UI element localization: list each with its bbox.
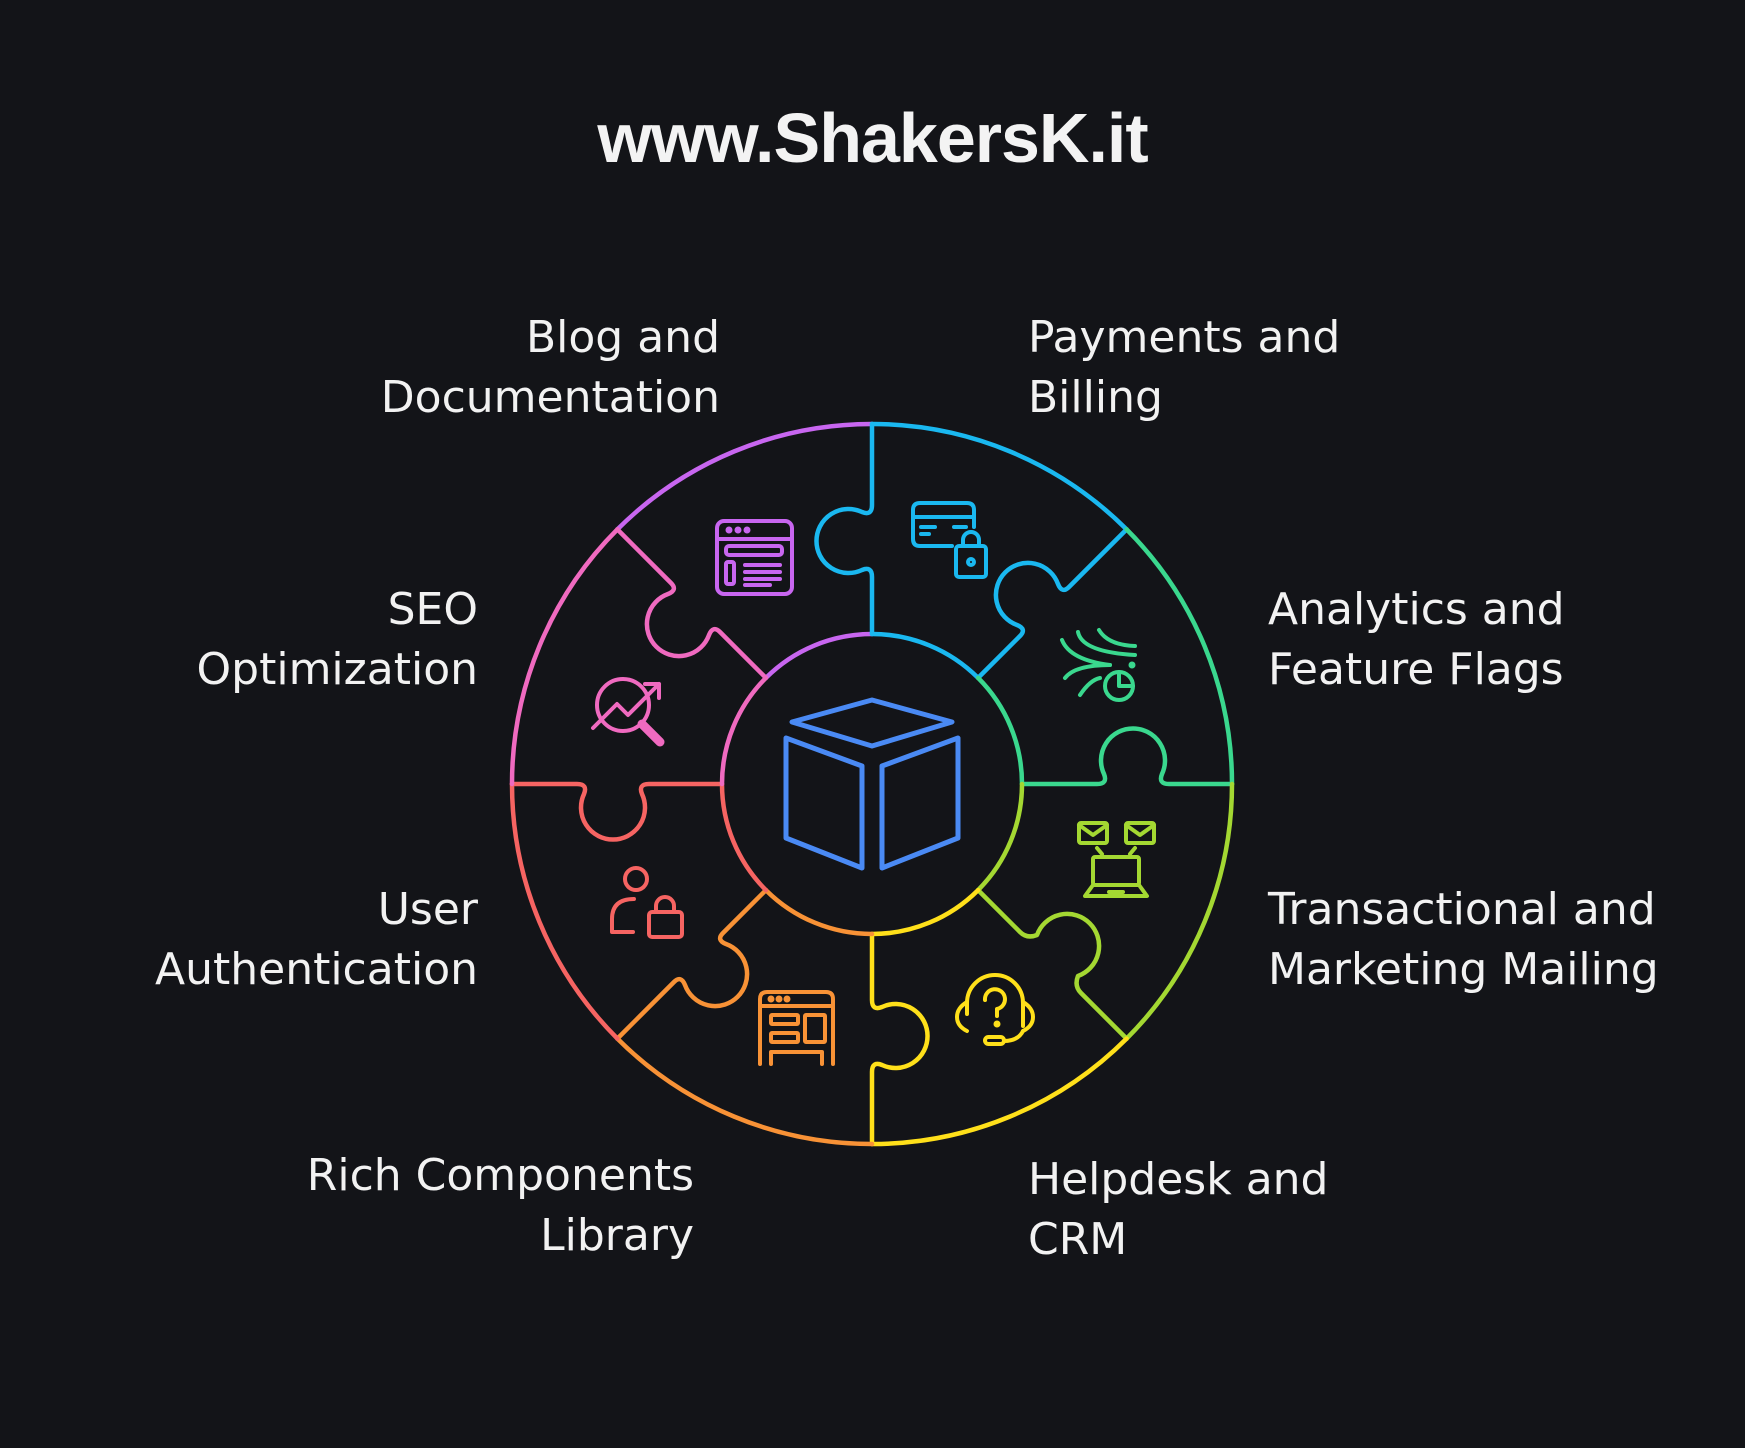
- label-components: Rich Components Library: [306, 1150, 694, 1261]
- segment-analytics: [975, 527, 1235, 787]
- browser-layout-icon: [758, 990, 835, 1066]
- label-auth: User Authentication: [155, 884, 478, 995]
- label-helpdesk: Helpdesk and CRM: [1028, 1154, 1329, 1265]
- headset-question-icon: [955, 973, 1035, 1046]
- user-lock-icon: [610, 866, 684, 939]
- segment-components: [615, 887, 875, 1147]
- segment-payments: [814, 421, 1129, 681]
- segment-mailing: [975, 781, 1235, 1041]
- analytics-flow-chart-icon: [1060, 628, 1137, 702]
- seo-magnifier-trend-icon: [591, 677, 665, 747]
- segment-seo: [509, 527, 769, 787]
- browser-article-icon: [715, 519, 794, 596]
- segment-helpdesk: [869, 887, 1129, 1147]
- label-payments: Payments and Billing: [1028, 312, 1341, 423]
- page-title: www.ShakersK.it: [597, 99, 1148, 177]
- laptop-email-icon: [1077, 821, 1156, 898]
- label-analytics: Analytics and Feature Flags: [1268, 584, 1565, 695]
- label-blog: Blog and Documentation: [380, 312, 720, 423]
- label-seo: SEO Optimization: [196, 584, 478, 695]
- segment-auth: [509, 781, 769, 1041]
- label-mailing: Transactional and Marketing Mailing: [1268, 884, 1659, 995]
- credit-card-lock-icon: [911, 501, 988, 579]
- segment-blog: [615, 421, 875, 681]
- cube-icon: [783, 697, 961, 871]
